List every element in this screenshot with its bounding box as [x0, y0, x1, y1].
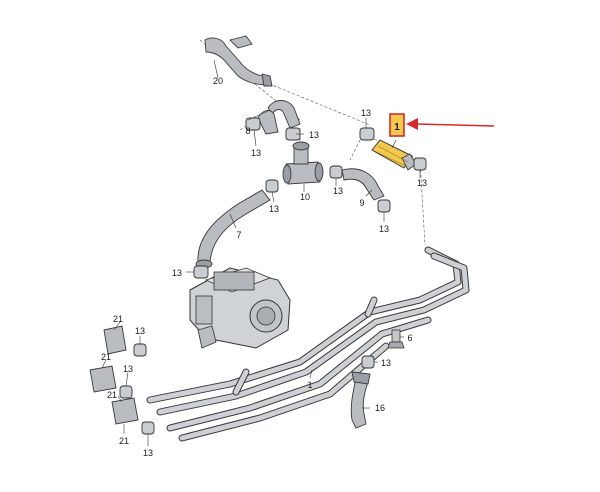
callout-21: 21	[113, 314, 123, 324]
part-21-hose-pieces	[89, 325, 139, 425]
part-1-highlighted-hose	[371, 139, 417, 171]
callout-13: 13	[361, 108, 371, 118]
red-pointer-arrow	[406, 118, 495, 130]
part-9-elbow-hose	[341, 168, 385, 201]
callout-13: 13	[135, 326, 145, 336]
callout-7: 7	[236, 230, 241, 240]
callout-13: 13	[417, 178, 427, 188]
callout-13: 13	[309, 130, 319, 140]
part-6-bolt	[387, 329, 405, 349]
callout-13: 13	[172, 268, 182, 278]
callout-9: 9	[359, 198, 364, 208]
callout-13: 13	[123, 364, 133, 374]
callout-13: 13	[143, 448, 153, 458]
callout-6: 6	[407, 333, 412, 343]
callout-13: 13	[379, 224, 389, 234]
part-16-lower-hose	[350, 371, 371, 429]
callout-10: 10	[300, 192, 310, 202]
auxiliary-heater-unit	[189, 267, 291, 349]
callout-16: 16	[375, 403, 385, 413]
part-20-upper-hose	[204, 35, 273, 87]
leader-lines	[101, 59, 421, 446]
callout-8: 8	[245, 126, 250, 136]
callout-21: 21	[101, 352, 111, 362]
callout-13: 13	[381, 358, 391, 368]
part-1-main-pipe-assembly	[146, 246, 470, 442]
callout-13: 13	[269, 204, 279, 214]
callout-20: 20	[213, 76, 223, 86]
callout-21: 21	[119, 436, 129, 446]
part-10-tee-connector	[282, 141, 324, 185]
callout-numbers: 20 8 13 13 13 13 13 13 10 9 13 7 13 21 1…	[101, 76, 427, 458]
callout-13: 13	[333, 186, 343, 196]
highlight-callout-box: 1	[389, 113, 405, 137]
callout-1: 1	[307, 380, 312, 390]
part-7-long-hose	[195, 189, 271, 269]
callout-1-highlight: 1	[394, 122, 400, 133]
callout-21: 21	[107, 390, 117, 400]
callout-13: 13	[251, 148, 261, 158]
